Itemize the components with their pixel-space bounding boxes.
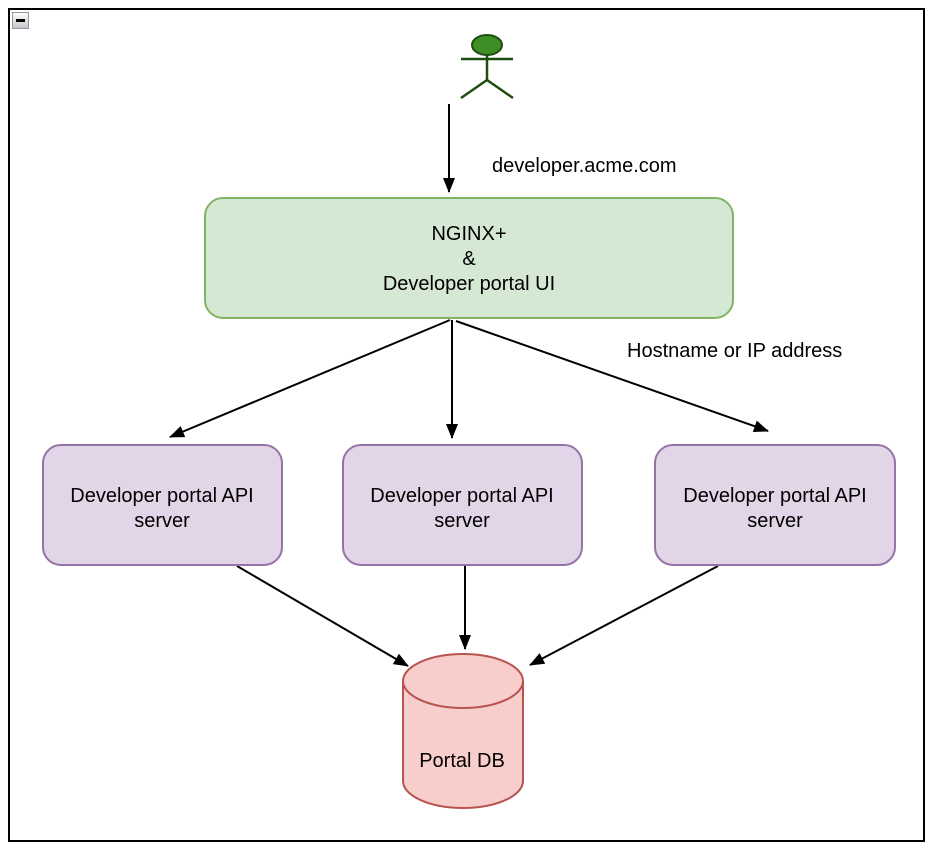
api-server-1-label-line2: server (134, 510, 190, 532)
edge-label-hostname[interactable]: Hostname or IP address (627, 340, 842, 362)
api-server-node-1[interactable]: Developer portal API server (42, 444, 283, 566)
api-server-node-3-shape[interactable] (654, 444, 896, 566)
edges (169, 104, 769, 667)
actor-leg-left (460, 78, 488, 100)
edge-api-1-to-db[interactable] (236, 565, 409, 667)
api-server-node-2[interactable]: Developer portal API server (342, 444, 583, 566)
api-server-2-label-line2: server (434, 510, 490, 532)
db-node-rim (402, 680, 524, 709)
user-actor[interactable] (460, 34, 514, 100)
api-server-3-label-line1: Developer portal API (683, 485, 866, 507)
api-server-1-label-line1: Developer portal API (70, 485, 253, 507)
edge-api-3-to-db[interactable] (529, 565, 719, 666)
api-server-3-label-line2: server (747, 510, 803, 532)
nginx-node-shape[interactable] (204, 197, 734, 319)
db-node[interactable]: Portal DB (402, 653, 524, 809)
edge-label-domain[interactable]: developer.acme.com (492, 155, 677, 177)
api-server-node-2-shape[interactable] (342, 444, 583, 566)
nginx-node-label-line2: & (462, 248, 476, 270)
actor-head (471, 34, 503, 56)
edge-nginx-to-api-3[interactable] (455, 320, 769, 433)
nginx-node[interactable]: NGINX+ & Developer portal UI (204, 197, 734, 319)
nginx-node-label-line1: NGINX+ (431, 223, 506, 245)
edge-nginx-to-api-1[interactable] (169, 319, 451, 438)
db-node-shape[interactable] (402, 653, 524, 809)
minus-icon (16, 19, 25, 22)
actor-leg-right (486, 78, 514, 100)
nginx-node-label-line3: Developer portal UI (383, 273, 555, 295)
collapse-button[interactable] (12, 12, 29, 29)
api-server-node-3[interactable]: Developer portal API server (654, 444, 896, 566)
db-node-label: Portal DB (419, 750, 505, 772)
api-server-node-1-shape[interactable] (42, 444, 283, 566)
api-server-2-label-line1: Developer portal API (370, 485, 553, 507)
